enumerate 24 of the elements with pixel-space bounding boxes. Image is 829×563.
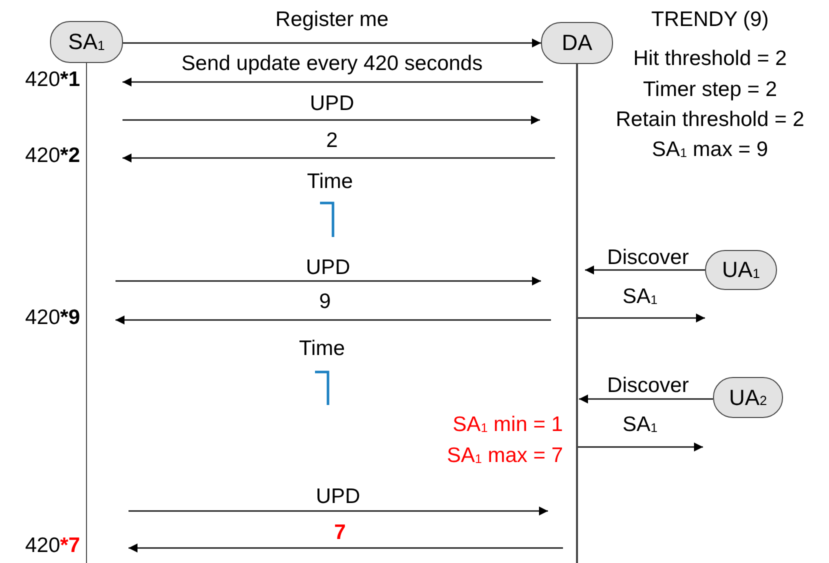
message-arrow bbox=[128, 544, 563, 552]
message-arrow bbox=[123, 38, 541, 48]
message-arrow bbox=[122, 78, 543, 86]
message-arrow bbox=[577, 442, 703, 452]
note-text: Retain threshold = 2 bbox=[616, 108, 804, 132]
timer-multiplier: 420*1 bbox=[25, 68, 80, 92]
note-text: Hit threshold = 2 bbox=[633, 47, 787, 70]
note-text: Time bbox=[307, 170, 353, 194]
note-text: Timer step = 2 bbox=[642, 78, 778, 102]
message-arrow bbox=[122, 154, 555, 162]
note-text: TRENDY (9) bbox=[651, 8, 769, 32]
message-arrow bbox=[116, 316, 551, 324]
timer-multiplier: 420*7 bbox=[25, 534, 80, 558]
timer-multiplier: 420*2 bbox=[25, 144, 80, 168]
message-arrow bbox=[116, 276, 541, 286]
participant-box: DA bbox=[541, 22, 613, 64]
timer-multiplier: 420*9 bbox=[25, 306, 80, 330]
message-arrow bbox=[585, 266, 705, 274]
message-arrow bbox=[128, 506, 548, 516]
message-arrow bbox=[579, 394, 713, 404]
edge-label: Send update every 420 seconds bbox=[179, 52, 485, 76]
note-text: Time bbox=[299, 337, 345, 360]
message-arrow bbox=[577, 314, 705, 322]
message-arrow bbox=[122, 116, 540, 124]
